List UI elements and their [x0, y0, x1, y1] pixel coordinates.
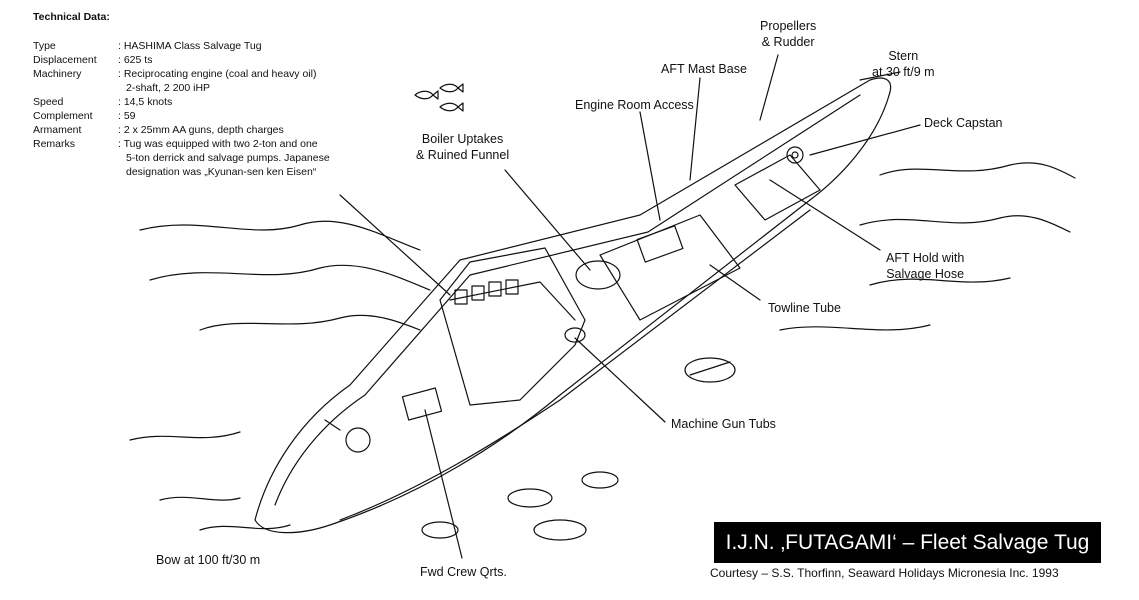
technical-data-key: Remarks: [33, 138, 76, 150]
hull-sheer: [339, 209, 811, 521]
bridge-windows: [449, 281, 576, 321]
hull-outline: [254, 77, 892, 534]
technical-data-key: Complement: [33, 110, 93, 122]
fish: [414, 90, 439, 100]
leader-machine-gun-tubs: [574, 337, 666, 423]
label-engine-room-access: Engine Room Access: [575, 98, 694, 112]
seabed-contour: [159, 496, 241, 501]
technical-data-value: : HASHIMA Class Salvage Tug: [118, 39, 388, 53]
bridge-window: [505, 279, 519, 295]
fwd-crew-hatch: [401, 387, 443, 421]
seabed-contour: [139, 220, 421, 251]
fish: [439, 102, 464, 112]
leader-remarks: [339, 194, 451, 296]
capstan-inner: [791, 151, 799, 159]
technical-data-value: : 59: [118, 109, 388, 123]
hull-deckline: [274, 94, 861, 506]
diagram-credit: Courtesy – S.S. Thorfinn, Seaward Holida…: [710, 566, 1059, 580]
leader-engine-room: [639, 111, 661, 221]
label-propellers-rudder: Propellers & Rudder: [760, 19, 817, 49]
leader-deck-capstan: [809, 124, 921, 156]
seabed-rock: [421, 521, 459, 539]
technical-data-heading: Technical Data:: [33, 11, 110, 23]
technical-data-value: : 2 x 25mm AA guns, depth charges: [118, 123, 388, 137]
technical-data-value: : Reciprocating engine (coal and heavy o…: [118, 67, 388, 95]
bridge-window: [488, 281, 502, 297]
seabed-rock: [684, 357, 736, 383]
technical-data-row: Complement : 59: [33, 109, 388, 123]
technical-data-row: Machinery : Reciprocating engine (coal an…: [33, 67, 388, 95]
forward-gun-barrel: [324, 419, 341, 431]
leader-aft-mast-base: [689, 77, 701, 181]
engine-room-casing: [599, 214, 741, 321]
forward-gun-mount: [345, 427, 371, 453]
technical-data-panel: Technical Data: Type : HASHIMA Class Salv…: [33, 10, 388, 179]
bridge-window: [454, 289, 468, 305]
label-bow: Bow at 100 ft/30 m: [156, 553, 261, 567]
technical-data-value-line: 5-ton derrick and salvage pumps. Japanes…: [126, 152, 330, 164]
seabed-contour: [869, 277, 1011, 286]
label-machine-gun-tubs: Machine Gun Tubs: [671, 417, 776, 431]
machine-gun-tub: [564, 327, 586, 343]
seabed-rock: [533, 519, 587, 541]
technical-data-key: Armament: [33, 124, 82, 136]
label-fwd-crew-qrts: Fwd Crew Qrts.: [420, 565, 507, 579]
technical-data-value-line: designation was „Kyunan-sen ken Eisen“: [126, 166, 317, 178]
technical-data-row: Remarks : Tug was equipped with two 2-ton…: [33, 137, 388, 179]
label-aft-mast-base: AFT Mast Base: [661, 62, 747, 76]
technical-data-row: Speed : 14,5 knots: [33, 95, 388, 109]
seabed-contour: [129, 431, 241, 441]
seabed-debris: [689, 361, 731, 376]
seabed-contour: [149, 264, 431, 291]
leader-aft-hold: [769, 179, 881, 251]
bridge-structure: [439, 247, 586, 406]
technical-data-row: Displacement : 625 ts: [33, 53, 388, 67]
diagram-title: I.J.N. ‚FUTAGAMI‘ – Fleet Salvage Tug: [714, 522, 1101, 563]
technical-data-row: Type : HASHIMA Class Salvage Tug: [33, 39, 388, 53]
seabed-contour: [859, 215, 1071, 233]
aft-deck-hold: [734, 154, 821, 221]
label-towline-tube: Towline Tube: [768, 301, 841, 315]
technical-data-value-line: : 59: [118, 110, 136, 122]
fish: [439, 83, 464, 93]
label-aft-hold: AFT Hold with Salvage Hose: [886, 251, 965, 281]
leader-stern: [859, 71, 901, 81]
seabed-contour: [199, 314, 421, 331]
funnel-base: [575, 260, 621, 290]
technical-data-value: : Tug was equipped with two 2-ton and on…: [118, 137, 388, 179]
leader-fwd-crew: [424, 409, 463, 559]
technical-data-value-line: : Reciprocating engine (coal and heavy o…: [118, 68, 317, 80]
technical-data-value-line: : 625 ts: [118, 54, 153, 66]
technical-data-key: Speed: [33, 96, 64, 108]
technical-data-value: : 14,5 knots: [118, 95, 388, 109]
seabed-contour: [199, 524, 291, 531]
seabed-contour: [779, 324, 931, 331]
leader-propellers: [759, 54, 779, 121]
technical-data-value-line: : 2 x 25mm AA guns, depth charges: [118, 124, 284, 136]
technical-data-value-line: : HASHIMA Class Salvage Tug: [118, 40, 262, 52]
label-deck-capstan: Deck Capstan: [924, 116, 1003, 130]
leader-boiler-uptakes: [504, 169, 591, 271]
technical-data-value-line: : Tug was equipped with two 2-ton and on…: [118, 138, 318, 150]
technical-data-key: Machinery: [33, 68, 82, 80]
technical-data-value-line: 2-shaft, 2 200 iHP: [126, 82, 211, 94]
technical-data-value: : 625 ts: [118, 53, 388, 67]
bridge-window: [471, 285, 485, 301]
deck-capstan: [786, 146, 804, 164]
seabed-contour: [879, 162, 1076, 179]
technical-data-key: Displacement: [33, 54, 97, 66]
technical-data-value-line: : 14,5 knots: [118, 96, 173, 108]
label-stern: Stern at 30 ft/9 m: [872, 49, 935, 79]
technical-data-row: Armament : 2 x 25mm AA guns, depth charge…: [33, 123, 388, 137]
seabed-rock: [581, 471, 619, 489]
engine-room-grating: [636, 225, 684, 263]
leader-towline-tube: [709, 264, 761, 301]
seabed-rock: [507, 488, 553, 508]
technical-data-key: Type: [33, 40, 56, 52]
label-boiler-uptakes: Boiler Uptakes & Ruined Funnel: [416, 132, 510, 162]
